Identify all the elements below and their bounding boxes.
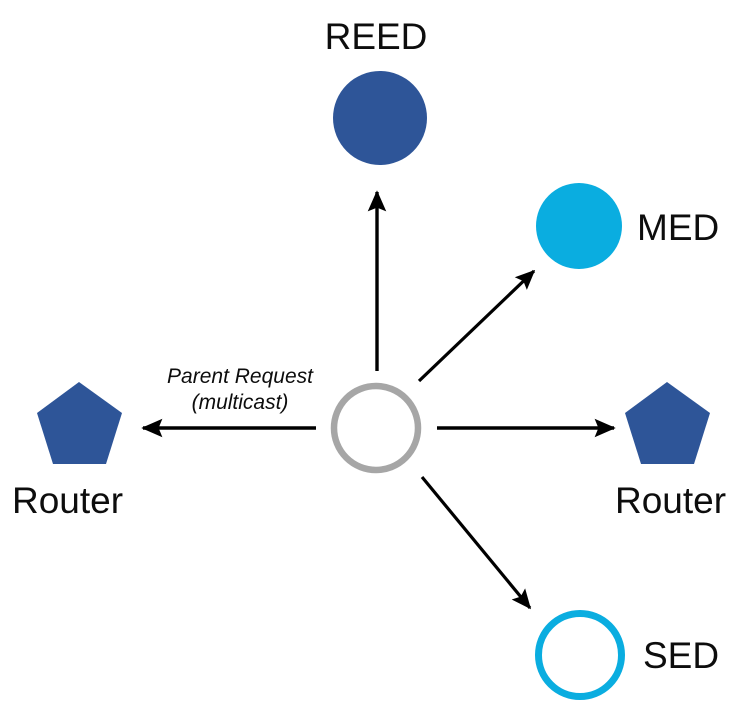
edge-label-line1: Parent Request <box>167 365 313 388</box>
node-label-router-left: Router <box>12 480 124 521</box>
edge-to-sed <box>420 475 532 610</box>
node-label-router-right: Router <box>615 480 727 521</box>
edge-label-line2: (multicast) <box>191 390 289 414</box>
node-sed[interactable] <box>535 610 625 700</box>
node-label-med: MED <box>637 207 720 248</box>
edge-to-sed-line <box>420 475 532 610</box>
node-label-reed: REED <box>324 16 428 57</box>
node-reed[interactable] <box>333 71 427 165</box>
node-label-sed: SED <box>643 635 720 676</box>
edge-label-parent-request: Parent Request (multicast) <box>152 364 328 416</box>
node-router-left[interactable] <box>37 382 122 464</box>
edge-to-med <box>417 269 536 383</box>
node-med[interactable] <box>536 183 622 269</box>
node-center-joining-device[interactable] <box>330 382 422 474</box>
edge-to-med-line <box>417 269 536 383</box>
node-router-right[interactable] <box>625 382 710 464</box>
